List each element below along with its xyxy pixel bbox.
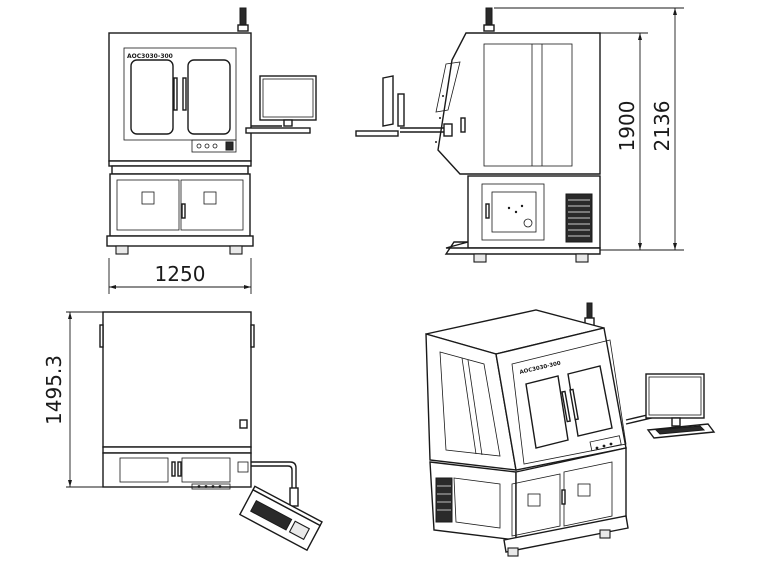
top-keyboard-monitor bbox=[238, 485, 323, 552]
side-keyboard-tray bbox=[355, 130, 399, 137]
dim-label-depth: 1495.3 bbox=[42, 355, 66, 425]
front-beacon-icon bbox=[239, 7, 247, 27]
side-upper-cabinet bbox=[437, 32, 601, 175]
dim-label-total-height: 2136 bbox=[650, 101, 674, 152]
side-caster-left bbox=[473, 253, 487, 263]
side-view: 1900 2136 bbox=[355, 7, 684, 263]
front-caster-left bbox=[115, 245, 129, 255]
isometric-view: AOC3030-300 bbox=[425, 302, 716, 557]
top-upper-cabinet bbox=[102, 311, 252, 448]
iso-beacon-icon bbox=[586, 302, 593, 320]
front-left-window bbox=[130, 59, 174, 135]
dim-label-width: 1250 bbox=[155, 262, 206, 286]
iso-caster-right bbox=[599, 529, 611, 539]
top-lower-cabinet bbox=[102, 452, 252, 488]
front-view: AOC3030-300 bbox=[106, 7, 317, 294]
front-caster-right bbox=[229, 245, 243, 255]
iso-left-window bbox=[525, 375, 569, 449]
side-caster-right bbox=[575, 253, 589, 263]
front-brand-label: AOC3030-300 bbox=[127, 53, 173, 60]
front-control-panel bbox=[191, 139, 237, 153]
side-monitor bbox=[382, 75, 394, 127]
iso-caster-front bbox=[507, 547, 519, 557]
iso-vent-grill bbox=[435, 477, 453, 523]
front-monitor bbox=[259, 75, 317, 121]
front-right-window bbox=[187, 59, 231, 135]
front-keyboard-tray bbox=[245, 127, 311, 134]
dim-label-body-height: 1900 bbox=[615, 101, 639, 152]
top-view: 1495.3 bbox=[42, 311, 323, 552]
iso-base bbox=[503, 515, 629, 553]
side-beacon-icon bbox=[485, 7, 493, 27]
iso-monitor bbox=[645, 373, 705, 419]
front-lower-cabinet bbox=[109, 173, 251, 237]
